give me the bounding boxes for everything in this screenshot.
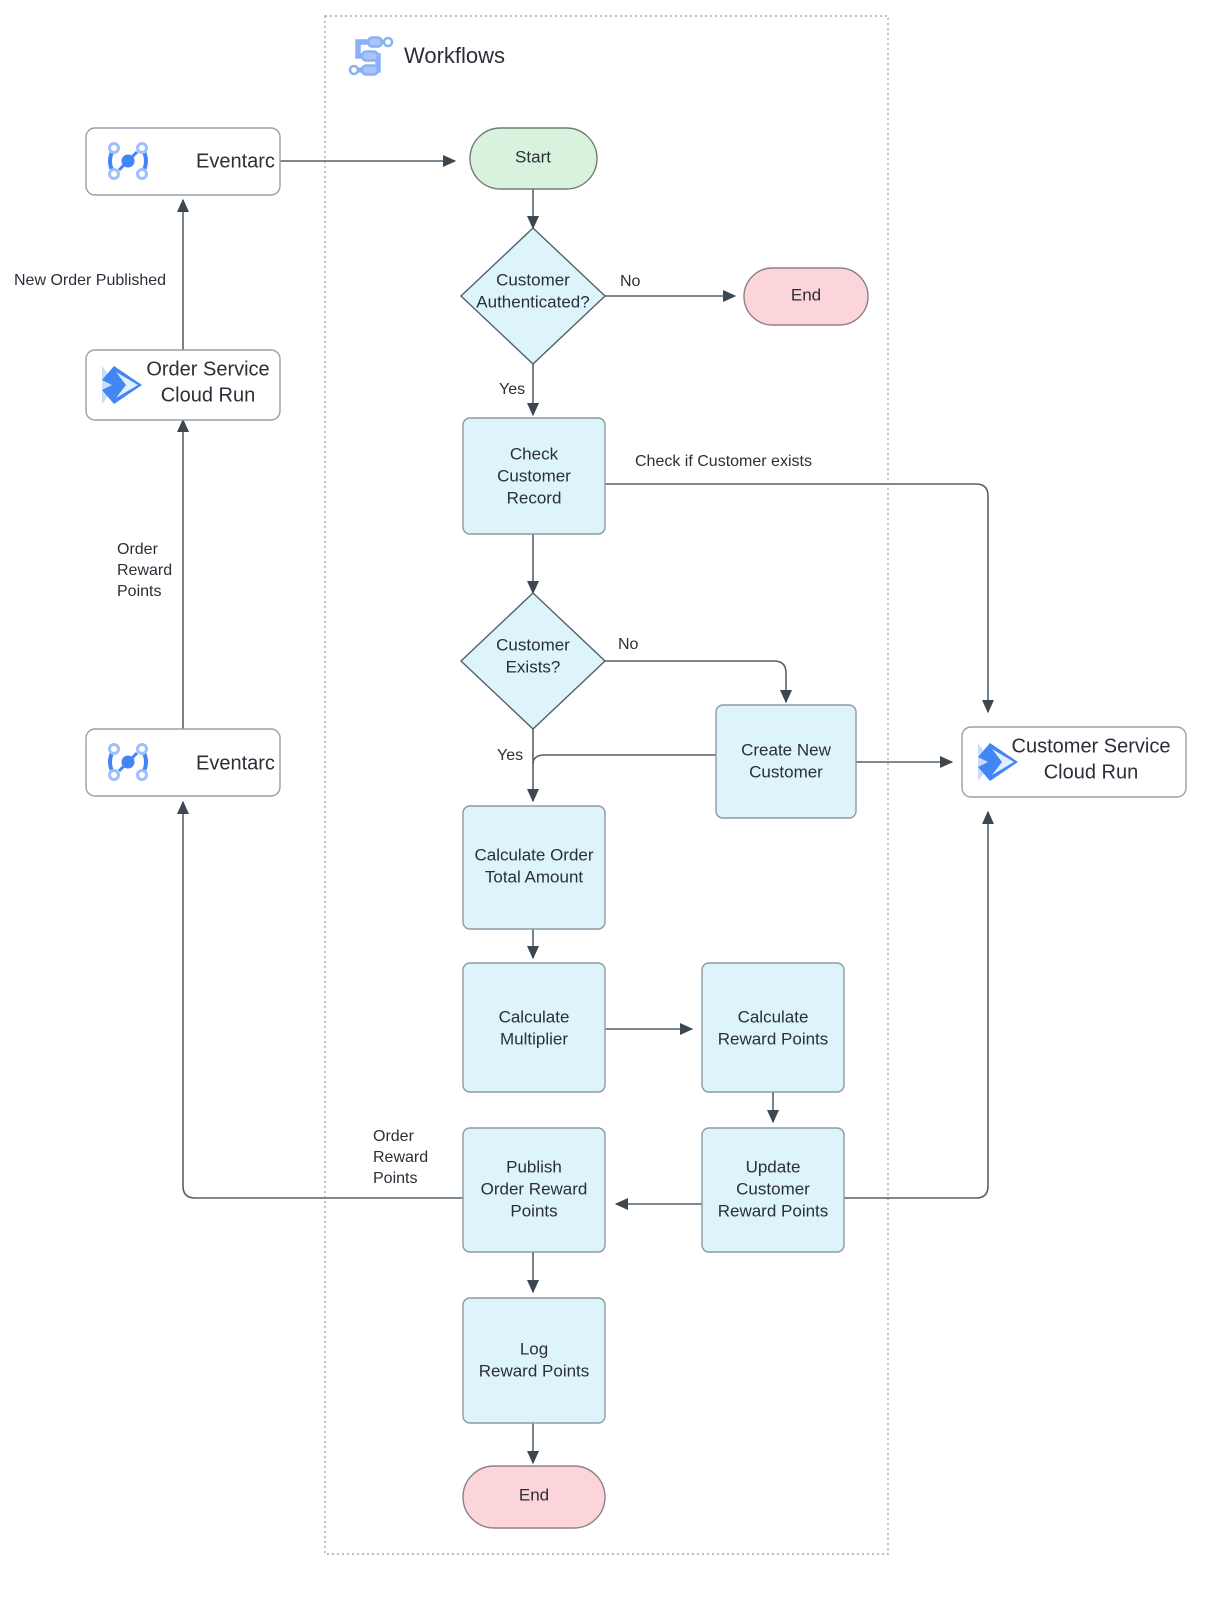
update-customer-line1: Update [746, 1157, 801, 1176]
customer-authenticated-line1: Customer [496, 270, 570, 289]
node-customer-service-cloud-run[interactable]: Customer Service Cloud Run [961, 726, 1187, 798]
check-record-line3: Record [507, 488, 562, 507]
edge-exists-no-to-create-customer [605, 660, 792, 704]
edge-label-new-order-published: New Order Published [14, 272, 166, 289]
node-eventarc-top[interactable]: Eventarc [85, 127, 281, 196]
node-log-reward-points[interactable]: Log Reward Points [462, 1297, 606, 1424]
node-calculate-order-total[interactable]: Calculate Order Total Amount [462, 805, 606, 930]
svg-text:Points: Points [373, 1170, 417, 1187]
log-line1: Log [520, 1339, 548, 1358]
node-start[interactable]: Start [469, 127, 598, 190]
node-order-service-cloud-run[interactable]: Order Service Cloud Run [85, 349, 281, 421]
cloud-run-icon [102, 366, 142, 404]
svg-text:Order: Order [373, 1128, 415, 1145]
calculate-total-line1: Calculate Order [474, 845, 593, 864]
edge-check-record-to-customer-service [605, 483, 994, 714]
create-customer-line1: Create New [741, 740, 831, 759]
node-check-customer-record[interactable]: Check Customer Record [462, 417, 606, 535]
edge-label-auth-no: No [620, 273, 641, 290]
update-customer-line3: Reward Points [718, 1201, 829, 1220]
node-end-top[interactable]: End [743, 267, 869, 326]
log-line2: Reward Points [479, 1361, 590, 1380]
edge-label-exists-yes: Yes [497, 747, 523, 764]
eventarc-icon [108, 142, 148, 180]
check-record-line1: Check [510, 444, 559, 463]
node-publish-order-reward-points[interactable]: Publish Order Reward Points [462, 1127, 606, 1253]
node-eventarc-bottom[interactable]: Eventarc [85, 728, 281, 797]
svg-text:Reward: Reward [117, 562, 172, 579]
eventarc-top-label: Eventarc [196, 150, 275, 172]
node-update-customer-reward-points[interactable]: Update Customer Reward Points [701, 1127, 845, 1253]
edge-update-customer-to-customer-service [844, 810, 994, 1199]
cloud-run-icon [978, 743, 1018, 781]
workflows-group-border [324, 15, 889, 1555]
calculate-multiplier-line1: Calculate [499, 1007, 570, 1026]
node-customer-exists[interactable]: Customer Exists? [459, 592, 607, 730]
customer-service-label-line2: Cloud Run [1044, 761, 1139, 783]
eventarc-bottom-label: Eventarc [196, 752, 275, 774]
node-end-bottom[interactable]: End [462, 1465, 606, 1529]
node-calculate-reward-points[interactable]: Calculate Reward Points [701, 962, 845, 1093]
workflows-group-title: Workflows [404, 43, 505, 68]
calculate-total-line2: Total Amount [485, 867, 584, 886]
eventarc-icon [108, 743, 148, 781]
customer-service-label-line1: Customer Service [1012, 735, 1171, 757]
node-calculate-multiplier[interactable]: Calculate Multiplier [462, 962, 606, 1093]
edge-yes-branch-to-create-customer-row [532, 754, 716, 765]
calculate-reward-line2: Reward Points [718, 1029, 829, 1048]
end-bottom-label: End [519, 1485, 549, 1504]
publish-line1: Publish [506, 1157, 562, 1176]
customer-exists-line1: Customer [496, 635, 570, 654]
node-create-new-customer[interactable]: Create New Customer [715, 704, 857, 819]
edge-label-order-reward-points-left: Order Reward Points [117, 541, 172, 600]
svg-text:Order: Order [117, 541, 159, 558]
check-record-line2: Customer [497, 466, 571, 485]
calculate-reward-line1: Calculate [738, 1007, 809, 1026]
order-service-label-line1: Order Service [146, 358, 269, 380]
edge-label-order-reward-points-mid: Order Reward Points [373, 1128, 428, 1187]
publish-line3: Points [510, 1201, 557, 1220]
create-customer-line2: Customer [749, 762, 823, 781]
customer-exists-line2: Exists? [506, 657, 561, 676]
customer-authenticated-line2: Authenticated? [476, 292, 589, 311]
edge-label-check-if-customer-exists: Check if Customer exists [635, 453, 812, 470]
workflows-icon [348, 36, 394, 76]
svg-text:Points: Points [117, 583, 161, 600]
edge-label-exists-no: No [618, 636, 639, 653]
end-top-label: End [791, 285, 821, 304]
edge-publish-to-eventarc-bottom [177, 800, 463, 1199]
svg-text:Reward: Reward [373, 1149, 428, 1166]
publish-line2: Order Reward [481, 1179, 588, 1198]
order-service-label-line2: Cloud Run [161, 384, 256, 406]
calculate-multiplier-line2: Multiplier [500, 1029, 568, 1048]
start-label: Start [515, 147, 551, 166]
update-customer-line2: Customer [736, 1179, 810, 1198]
node-customer-authenticated[interactable]: Customer Authenticated? [459, 227, 607, 365]
edge-label-auth-yes: Yes [499, 381, 525, 398]
